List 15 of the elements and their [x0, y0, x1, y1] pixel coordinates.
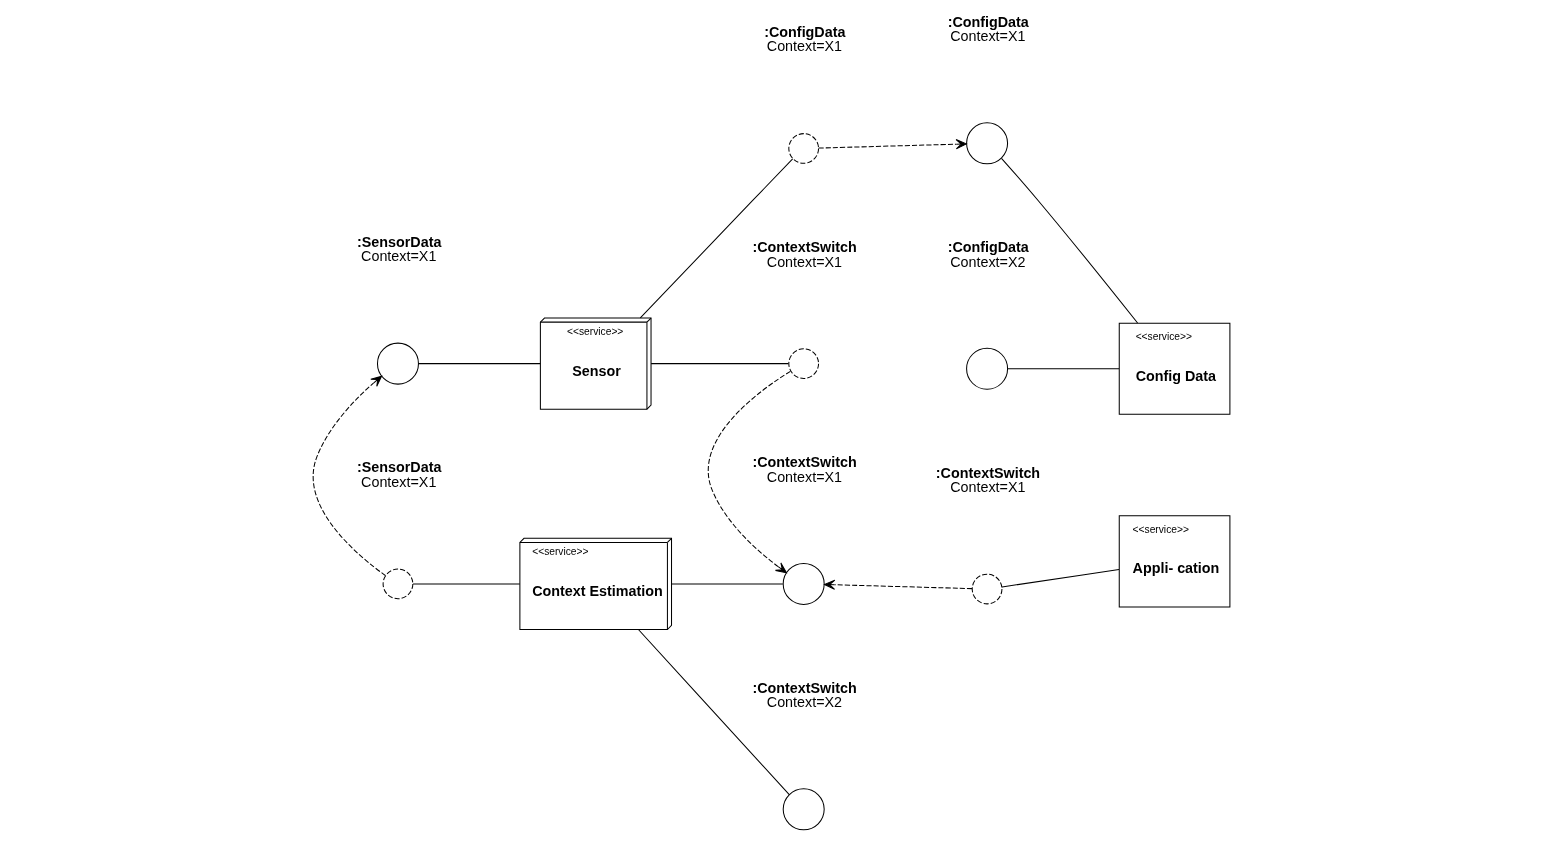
node-label: Context=X1	[360, 473, 436, 490]
node-label: Context=X1	[766, 468, 842, 485]
node-label: Context=X1	[360, 248, 436, 265]
node-label: Context=X2	[766, 694, 842, 711]
node-label: :ContextSwitch	[935, 464, 1040, 481]
node-label: :ContextSwitch	[751, 454, 857, 471]
node-label: Context=X1	[949, 478, 1025, 495]
node-label: :ConfigData	[763, 24, 845, 40]
node-label: :ContextSwitch	[751, 679, 857, 696]
node-label: Context=X1	[766, 253, 842, 270]
node-label: :SensorData	[356, 459, 441, 476]
node-label: :ConfigData	[947, 239, 1029, 256]
node-label: :SensorData	[356, 234, 441, 251]
node-label: :ContextSwitch	[751, 239, 857, 256]
node-label: :ConfigData	[947, 13, 1029, 30]
